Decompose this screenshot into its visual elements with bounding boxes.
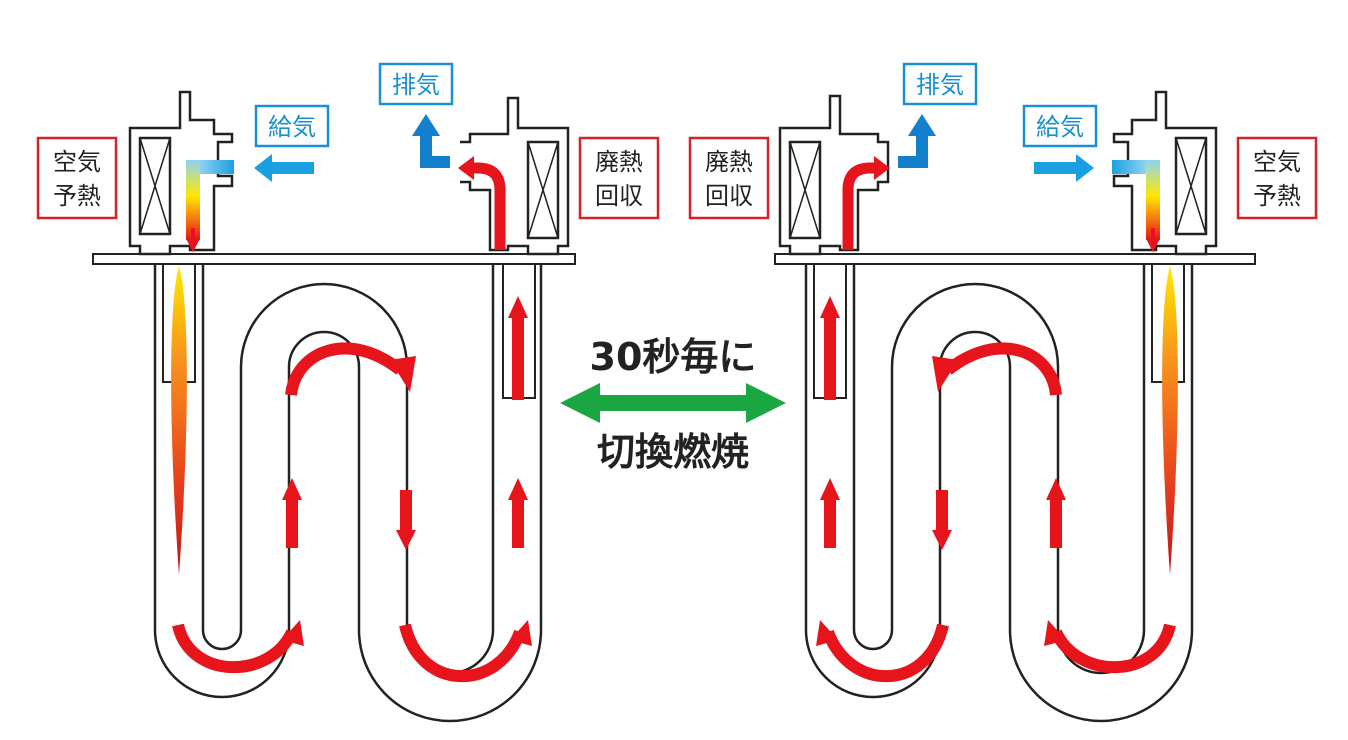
- exhaust-arrow-icon: [412, 114, 450, 168]
- svg-text:排気: 排気: [916, 71, 964, 99]
- svg-text:予熱: 予熱: [53, 182, 101, 210]
- double-headed-arrow-icon: [560, 383, 786, 423]
- radiant-tube-inner: [852, 264, 1146, 675]
- preheated-air-flow: [186, 160, 200, 240]
- svg-text:廃熱: 廃熱: [595, 148, 643, 176]
- waste-heat-label: 廃熱 回収: [688, 136, 770, 220]
- flow-arrowheads: [282, 296, 532, 646]
- svg-text:給気: 給気: [1036, 113, 1084, 141]
- air-preheat-regenerator: [128, 90, 234, 256]
- supply-air-label: 給気: [1022, 104, 1098, 148]
- switch-interval-text: 30秒毎に: [590, 335, 757, 379]
- svg-text:回収: 回収: [705, 182, 753, 210]
- svg-text:予熱: 予熱: [1253, 182, 1301, 210]
- furnace-wall-plate: [92, 253, 576, 265]
- air-preheat-label: 空気 予熱: [1236, 136, 1318, 220]
- svg-text:空気: 空気: [53, 148, 101, 176]
- svg-text:給気: 給気: [268, 113, 316, 141]
- flow-arrowheads: [816, 296, 1066, 646]
- exhaust-flow-arrow-icon: [842, 162, 874, 250]
- supply-air-arrow-icon: [1034, 154, 1094, 182]
- svg-text:排気: 排気: [392, 71, 440, 99]
- flame-icon: [171, 266, 187, 575]
- exhaust-label: 排気: [902, 62, 978, 106]
- radiant-tube-inner: [201, 264, 495, 675]
- air-preheat-label: 空気 予熱: [36, 136, 118, 220]
- waste-heat-regenerator: [778, 94, 890, 256]
- combustion-flow-arrows: [172, 318, 526, 683]
- svg-text:空気: 空気: [1253, 148, 1301, 176]
- preheated-air-flow: [1146, 160, 1160, 240]
- right-burner-unit: 廃熱 回収 排気 給気 空気 予熱: [688, 62, 1318, 723]
- radiant-tube-outer: [153, 264, 543, 723]
- left-burner-unit: 空気 予熱 給気 排気 廃熱 回収: [36, 62, 660, 723]
- supply-air-label: 給気: [254, 104, 330, 148]
- exhaust-flow-arrow-icon: [474, 162, 506, 250]
- furnace-wall-plate: [774, 253, 1256, 265]
- waste-heat-regenerator: [460, 96, 570, 256]
- svg-text:廃熱: 廃熱: [705, 148, 753, 176]
- exhaust-label: 排気: [378, 62, 454, 106]
- exhaust-arrow-icon: [898, 114, 936, 168]
- combustion-flow-arrows: [822, 318, 1176, 683]
- svg-text:回収: 回収: [595, 182, 643, 210]
- radiant-tube-outer: [804, 264, 1194, 723]
- flame-icon: [1162, 266, 1178, 575]
- switch-combustion-text: 切換燃焼: [597, 430, 749, 474]
- air-preheat-regenerator: [1112, 90, 1218, 256]
- supply-air-arrow-icon: [254, 154, 314, 182]
- switch-indicator: 30秒毎に 切換燃焼: [560, 335, 786, 474]
- waste-heat-label: 廃熱 回収: [578, 136, 660, 220]
